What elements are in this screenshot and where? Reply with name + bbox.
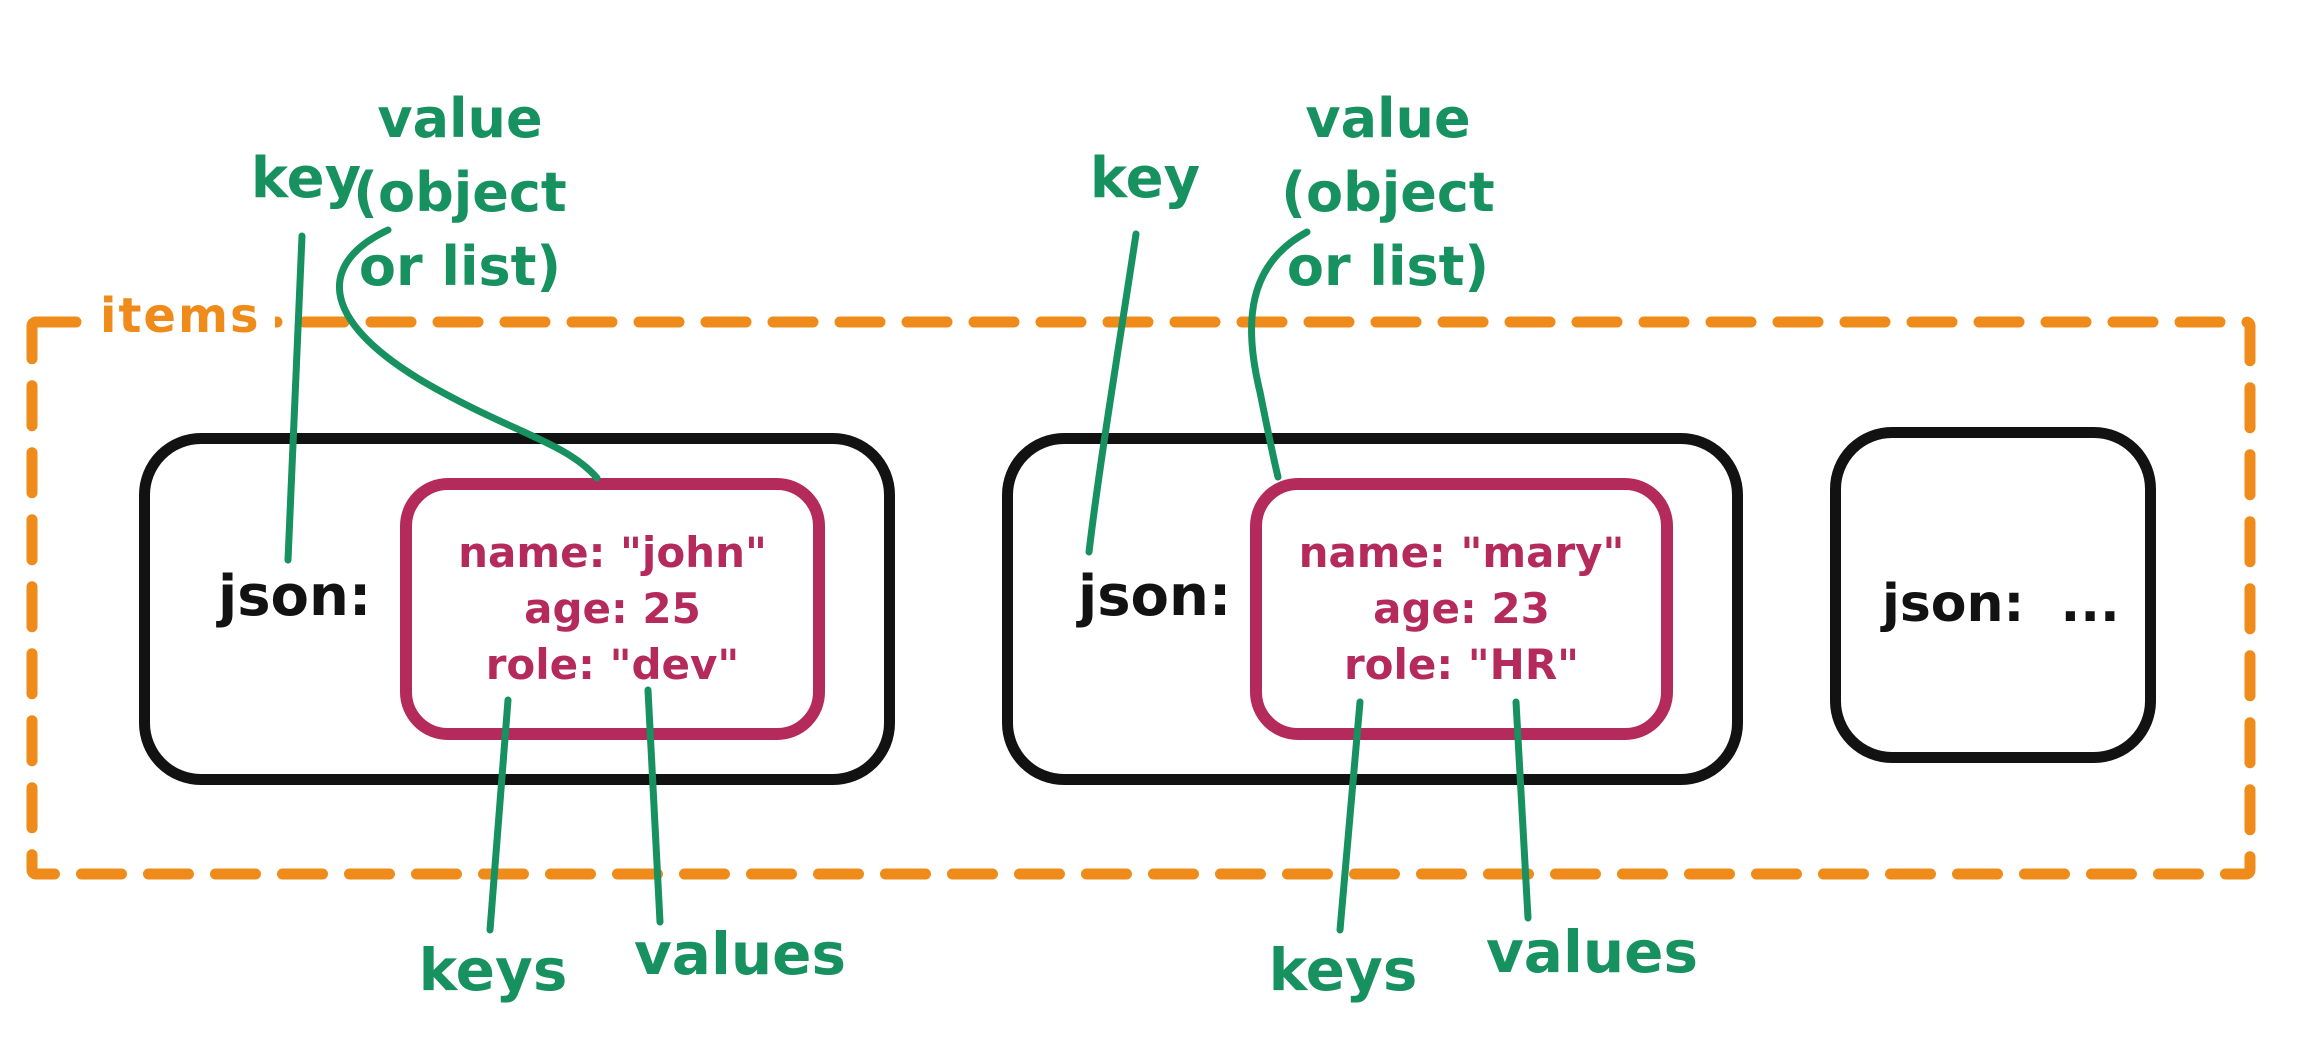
json-key-label-1: json: [218,564,372,629]
json-card-3 [1830,427,2156,763]
annotation-values-right: values [1486,918,1698,986]
items-dashed-rectangle [26,316,2256,880]
annotation-value-left-line2: (object [353,161,567,224]
annotation-key-right: key [1089,146,1201,211]
annotation-keys-left: keys [418,936,568,1004]
field-age-2: age: 23 [1373,584,1550,633]
annotation-keys-right: keys [1268,936,1418,1004]
annotation-value-right-line1: value [1305,87,1471,150]
annotation-values-left: values [634,920,846,988]
object-value-box-1: name: "john" age: 25 role: "dev" [400,478,825,740]
field-role-2: role: "HR" [1343,640,1580,689]
object-value-box-2: name: "mary" age: 23 role: "HR" [1250,478,1673,740]
json-card-2 [1002,433,1743,785]
annotation-value-right: value (object or list) [1238,82,1538,304]
items-label: items [86,288,275,344]
annotation-value-left-line3: or list) [358,235,562,298]
field-role-1: role: "dev" [485,640,740,689]
annotation-key-left: key [250,146,362,211]
json-key-label-2: json: [1078,564,1232,629]
annotation-value-right-line3: or list) [1286,235,1490,298]
json-key-label-3: json: ... [1882,574,2120,634]
annotation-value-right-line2: (object [1281,161,1495,224]
field-age-1: age: 25 [524,584,701,633]
annotation-value-left-line1: value [377,87,543,150]
field-name-2: name: "mary" [1298,528,1625,577]
annotation-value-left: value (object or list) [310,82,610,304]
field-name-1: name: "john" [458,528,767,577]
